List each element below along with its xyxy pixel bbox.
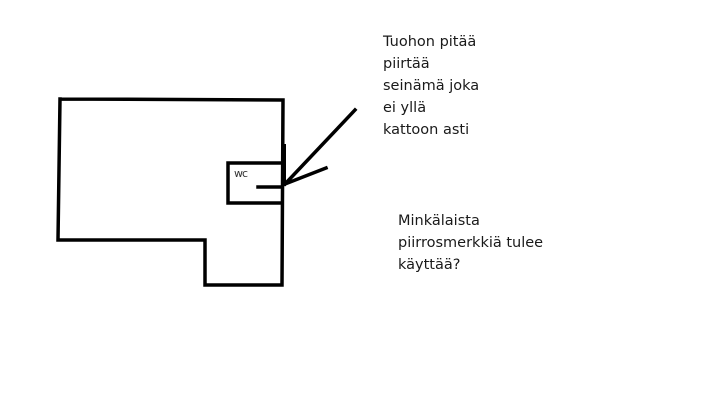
annotation-question: Minkälaista piirrosmerkkiä tulee käyttää… <box>398 213 544 273</box>
pointer-line-lower <box>282 165 329 187</box>
wc-label: wc <box>234 167 248 180</box>
wc-wall <box>226 161 284 205</box>
pointer-line-upper <box>282 107 358 187</box>
annotation-wall-note: Tuohon pitää piirtää seinämä joka ei yll… <box>383 34 480 138</box>
outer-wall <box>56 97 285 287</box>
